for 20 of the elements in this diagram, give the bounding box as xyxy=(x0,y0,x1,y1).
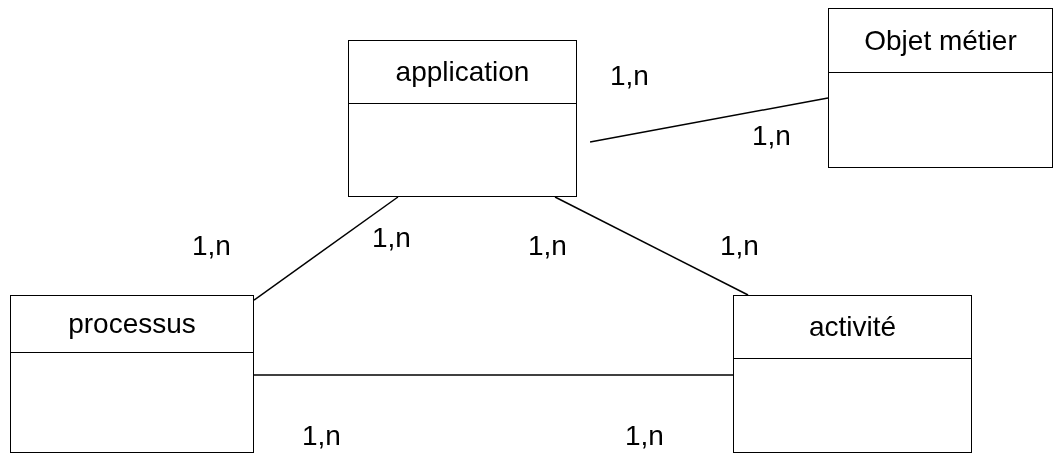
entity-name: activité xyxy=(808,311,897,343)
cardinality-label: 1,n xyxy=(192,230,231,262)
entity-box xyxy=(733,295,972,453)
cardinality-label: 1,n xyxy=(720,230,759,262)
entity-box xyxy=(828,8,1053,168)
cardinality-label: 1,n xyxy=(625,420,664,452)
cardinality-label: 1,n xyxy=(302,420,341,452)
connector-line xyxy=(253,196,399,301)
cardinality-label: 1,n xyxy=(610,60,649,92)
cardinality-label: 1,n xyxy=(372,222,411,254)
entity-name: Objet métier xyxy=(864,24,1017,57)
entity-name: application xyxy=(395,56,530,88)
connector-line xyxy=(589,97,829,143)
connector-line xyxy=(554,196,749,296)
entity-name: processus xyxy=(68,308,196,340)
connector-line xyxy=(253,374,734,376)
entity-box xyxy=(10,295,254,453)
cardinality-label: 1,n xyxy=(528,230,567,262)
entity-box xyxy=(348,40,577,197)
cardinality-label: 1,n xyxy=(752,120,791,152)
